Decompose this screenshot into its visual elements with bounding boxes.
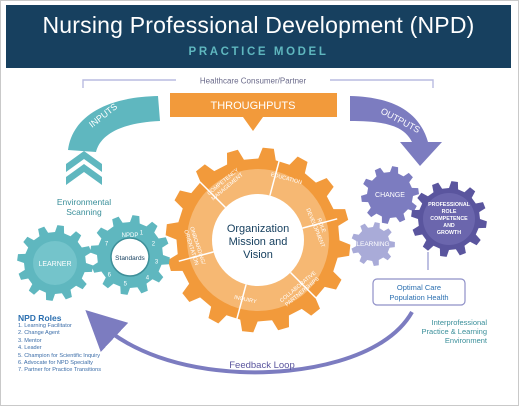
page-subtitle: PRACTICE MODEL bbox=[188, 46, 329, 58]
npdp-role-number: 3 bbox=[155, 260, 159, 266]
segment-divider bbox=[269, 160, 280, 196]
npdp-role-number: 4 bbox=[146, 276, 150, 282]
throughputs-label: THROUGHPUTS bbox=[211, 100, 296, 112]
mission-center bbox=[212, 194, 304, 286]
npd-role-item: 5. Champion for Scientific Inquiry bbox=[18, 352, 101, 359]
learner-label: LEARNER bbox=[38, 261, 71, 268]
npdp-role-numbers: 1 2 3 4 5 6 7 bbox=[105, 231, 159, 288]
npd-role-item: 7. Partner for Practice Transitions bbox=[18, 367, 102, 374]
npdp-label: NPDP bbox=[122, 233, 139, 239]
gear-segment-dividers bbox=[178, 160, 338, 320]
environmental-scanning-line2: Scanning bbox=[66, 207, 102, 217]
professional-label-3: COMPETENCE bbox=[430, 216, 468, 222]
change-gear bbox=[361, 166, 419, 224]
professional-label-1: PROFESSIONAL bbox=[428, 202, 471, 208]
standards-label: Standards bbox=[115, 255, 145, 262]
learning-gear bbox=[351, 222, 395, 266]
mission-line1: Organization bbox=[227, 223, 289, 235]
feedback-loop-label: Feedback Loop bbox=[229, 360, 295, 371]
segment-divider bbox=[178, 251, 214, 262]
standards-circle bbox=[110, 237, 150, 277]
npdp-role-number: 2 bbox=[152, 242, 156, 248]
mission-line2: Mission and bbox=[229, 236, 288, 248]
inputs-arrow bbox=[68, 96, 160, 152]
npdp-role-number: 6 bbox=[108, 272, 112, 278]
optimal-care-line2: Population Health bbox=[389, 293, 448, 302]
environmental-scanning-line1: Environmental bbox=[57, 197, 111, 207]
professional-label-4: AND bbox=[443, 223, 455, 229]
learner-gear-face bbox=[33, 241, 77, 285]
npdp-role-number: 5 bbox=[124, 282, 128, 288]
optimal-care-line1: Optimal Care bbox=[397, 283, 441, 292]
npd-roles-title: NPD Roles bbox=[18, 313, 62, 323]
npd-role-item: 3. Mentor bbox=[18, 337, 42, 344]
learning-label: LEARNING bbox=[356, 241, 389, 248]
npdp-role-number: 7 bbox=[105, 242, 109, 248]
segment-divider bbox=[289, 271, 317, 299]
inputs-chevron-1 bbox=[66, 151, 102, 172]
segment-divider bbox=[302, 218, 338, 229]
segment-inquiry: INQUIRY bbox=[233, 295, 257, 306]
npd-role-item: 1. Learning Facilitator bbox=[18, 323, 72, 329]
segment-divider bbox=[236, 284, 247, 320]
segment-divider bbox=[199, 181, 227, 209]
professional-label-2: ROLE bbox=[442, 209, 457, 215]
interprofessional-line3: Environment bbox=[445, 336, 488, 345]
page-title: Nursing Professional Development (NPD) bbox=[42, 12, 475, 38]
feedback-loop-arrow bbox=[85, 310, 414, 375]
header-banner: Nursing Professional Development (NPD) P… bbox=[6, 5, 511, 68]
professional-growth-face bbox=[423, 193, 475, 245]
change-label: CHANGE bbox=[375, 192, 405, 199]
npd-roles-list: 1. Learning Facilitator 2. Change Agent … bbox=[18, 323, 101, 375]
outputs-arrow bbox=[350, 96, 442, 166]
npd-role-item: 4. Leader bbox=[18, 345, 42, 352]
mission-line3: Vision bbox=[243, 249, 273, 261]
interprofessional-line2: Practice & Learning bbox=[422, 327, 487, 336]
npd-role-item: 2. Change Agent bbox=[18, 330, 60, 337]
npd-role-item: 6. Advocate for NPD Specialty bbox=[18, 360, 93, 367]
consumer-label: Healthcare Consumer/Partner bbox=[200, 77, 307, 86]
throughputs-banner bbox=[170, 93, 337, 131]
npdp-role-number: 1 bbox=[140, 231, 144, 237]
interprofessional-line1: Interprofessional bbox=[432, 318, 488, 327]
professional-label-5: GROWTH bbox=[437, 230, 461, 236]
optimal-care-box bbox=[372, 278, 466, 306]
inputs-chevron-2 bbox=[66, 164, 102, 185]
